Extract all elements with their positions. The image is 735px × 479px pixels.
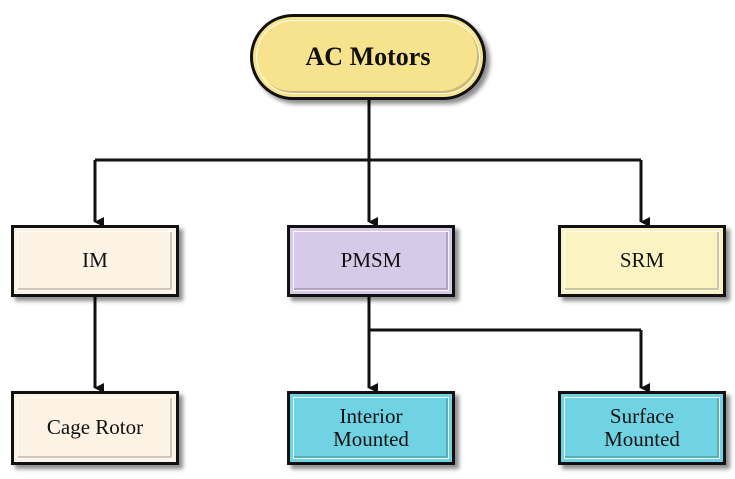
node-pmsm-label: PMSM bbox=[340, 248, 402, 273]
root-node-label: AC Motors bbox=[305, 41, 431, 71]
node-cage-rotor: Cage Rotor bbox=[11, 391, 179, 465]
node-surface-mounted-label: Surface Mounted bbox=[604, 403, 680, 451]
node-pmsm: PMSM bbox=[287, 225, 455, 297]
node-srm-label: SRM bbox=[619, 248, 665, 273]
node-im-label: IM bbox=[82, 248, 108, 273]
node-interior-mounted-label: Interior Mounted bbox=[333, 403, 409, 451]
node-surface-mounted: Surface Mounted bbox=[558, 391, 726, 465]
node-interior-mounted: Interior Mounted bbox=[287, 391, 455, 465]
node-srm: SRM bbox=[558, 225, 726, 297]
node-cage-rotor-label: Cage Rotor bbox=[46, 415, 144, 440]
node-im: IM bbox=[11, 225, 179, 297]
root-node-ac-motors: AC Motors bbox=[250, 14, 486, 100]
